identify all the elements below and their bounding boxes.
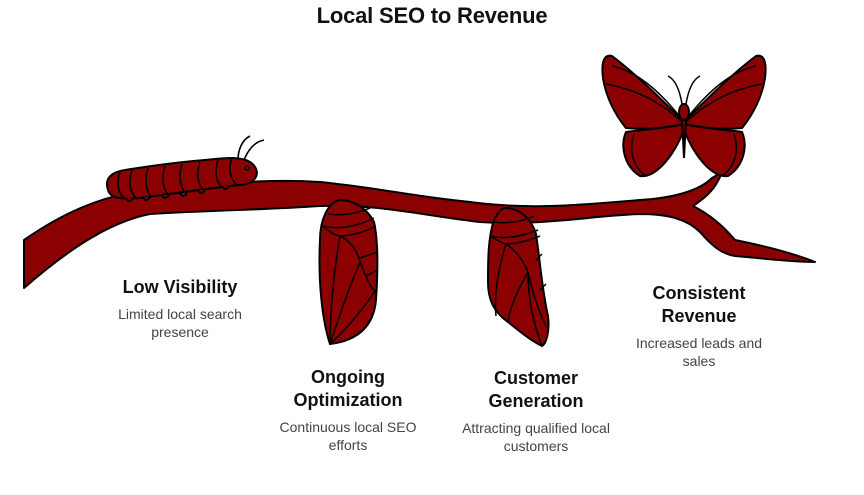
chrysalis-icon [318,198,379,346]
stage-description: Limited local search presence [118,306,242,340]
stage-low-visibility: Low Visibility Limited local search pres… [95,276,265,341]
stage-ongoing-optimization: Ongoing Optimization Continuous local SE… [273,366,423,454]
butterfly-icon [601,54,767,178]
branch-icon [23,171,816,289]
diagram-title: Local SEO to Revenue [316,3,548,28]
caterpillar-icon [106,135,265,202]
chrysalis-icon [486,206,550,348]
stage-heading: Ongoing Optimization [293,367,403,410]
stage-description: Increased leads and sales [635,335,763,369]
stage-heading: Low Visibility [122,277,238,297]
stage-description: Continuous local SEO efforts [279,419,417,453]
stage-heading: Consistent Revenue [652,283,746,326]
stage-description: Attracting qualified local customers [462,420,610,454]
stage-heading: Customer Generation [488,368,584,411]
stage-customer-generation: Customer Generation Attracting qualified… [461,367,611,455]
stage-consistent-revenue: Consistent Revenue Increased leads and s… [624,282,774,370]
